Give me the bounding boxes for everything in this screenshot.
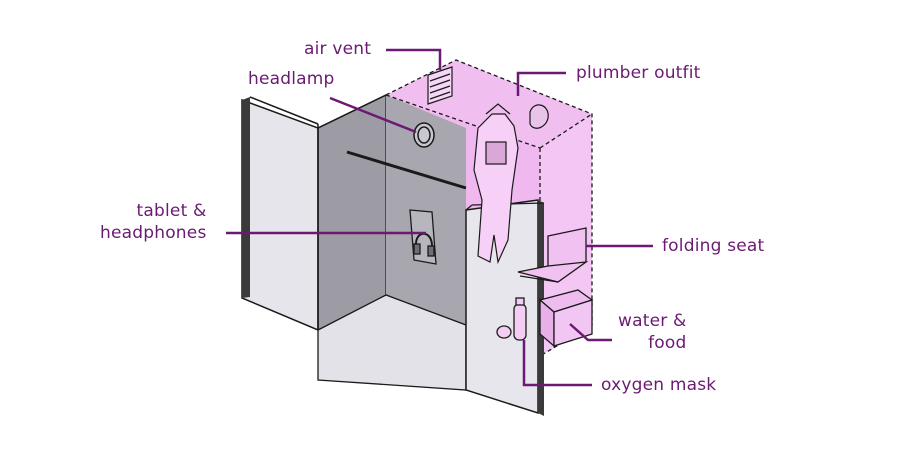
air-vent-icon (427, 66, 453, 105)
leader-water (569, 323, 612, 342)
leader-oxygen (522, 340, 592, 387)
plumber-outfit-icon (473, 103, 549, 265)
tablet-headphones-icon (409, 209, 437, 265)
water-label-line2: food (648, 333, 687, 353)
tablet-label-line2: headphones (100, 223, 207, 243)
hanging-rail (346, 150, 467, 190)
water-label-line1: water & (618, 311, 687, 331)
leader-headlamp (329, 96, 417, 134)
leader-lines (226, 48, 653, 387)
tablet-label-line1: tablet & (136, 201, 207, 221)
interior-gray-panel (317, 94, 387, 331)
folding-seat-icon (517, 227, 589, 283)
leader-air-vent (386, 48, 442, 70)
oxygen-mask-icon (496, 297, 527, 341)
air-vent-label: air vent (304, 39, 372, 59)
leader-plumber (516, 71, 566, 96)
tablet-headphones-label: tablet & headphones (100, 200, 207, 244)
folding-seat-label: folding seat (662, 236, 765, 256)
plumber-outfit-label: plumber outfit (576, 63, 701, 83)
oxygen-mask-label: oxygen mask (601, 375, 717, 395)
headlamp-icon (413, 122, 435, 148)
interior-gray-back (386, 95, 466, 325)
water-food-label: water & food (618, 310, 687, 354)
headlamp-label: headlamp (248, 69, 335, 89)
left-door (241, 96, 319, 332)
